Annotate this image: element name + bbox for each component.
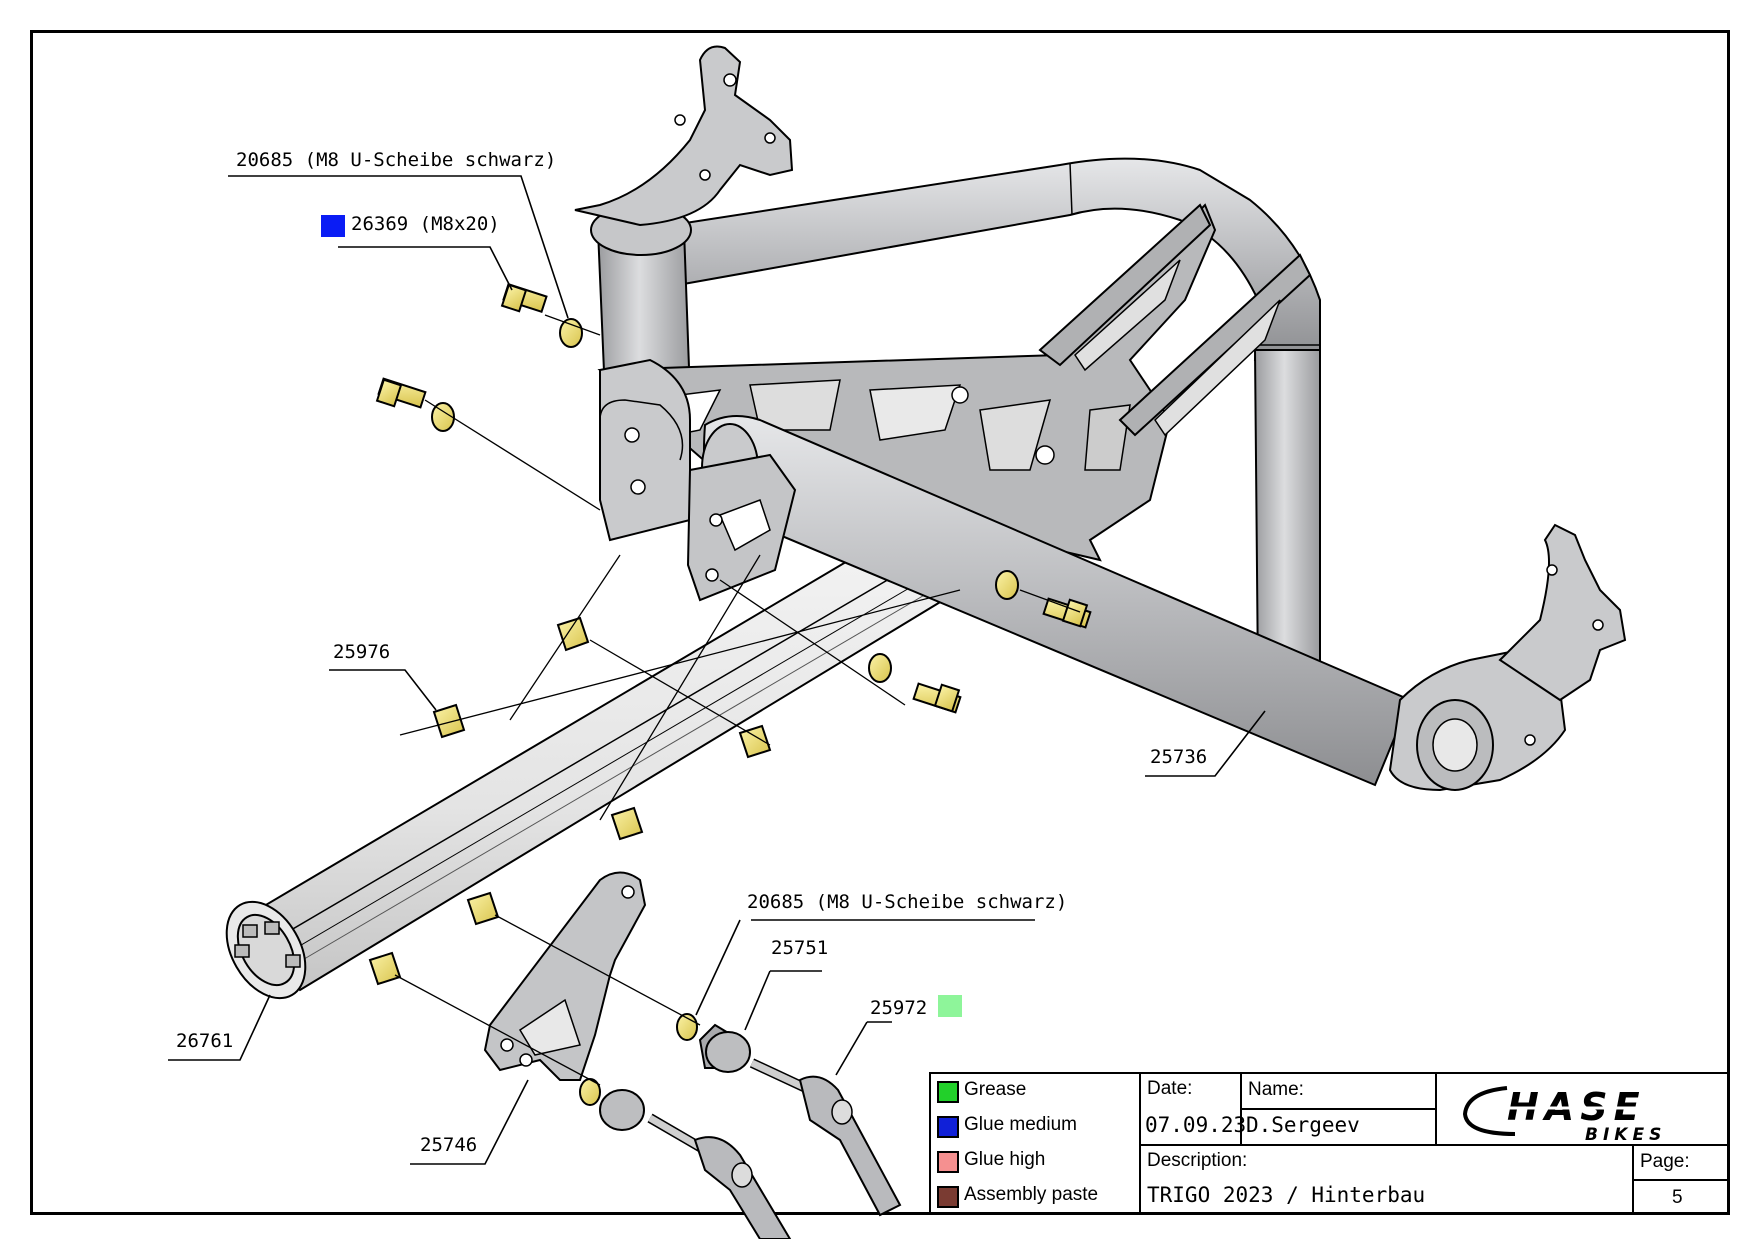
nut-25976 xyxy=(466,891,500,926)
callout-bracket-25746: 25746 xyxy=(420,1134,478,1156)
legend-item-glue-high: Glue high xyxy=(931,1144,1141,1179)
legend-item-glue-medium: Glue medium xyxy=(931,1109,1141,1144)
lever-25972-left xyxy=(647,1113,792,1239)
callout-bolt-26369: 26369 (M8x20) xyxy=(351,213,500,235)
callout-lever-25972: 25972 xyxy=(870,997,928,1019)
callout-nut-25976: 25976 xyxy=(333,641,391,663)
legend: Grease Glue medium Glue high Assembly pa… xyxy=(931,1074,1141,1215)
leader-lines xyxy=(168,175,1266,1165)
description-cell: Description: TRIGO 2023 / Hinterbau xyxy=(1141,1146,1634,1215)
legend-label: Glue medium xyxy=(964,1114,1077,1135)
page-value-cell: 5 xyxy=(1634,1181,1730,1215)
lever-25972-right xyxy=(749,1058,902,1217)
title-block: Grease Glue medium Glue high Assembly pa… xyxy=(929,1072,1730,1215)
legend-swatch xyxy=(937,1151,959,1173)
legend-label: Assembly paste xyxy=(964,1184,1099,1205)
nut-25976 xyxy=(556,616,590,652)
glue-medium-marker xyxy=(321,215,345,237)
hase-bikes-logo: HASE BIKES xyxy=(1462,1085,1677,1145)
spacer-25751-upper xyxy=(698,1023,751,1073)
callout-washer-20685-top: 20685 (M8 U-Scheibe schwarz) xyxy=(236,149,557,171)
legend-swatch xyxy=(937,1081,959,1103)
washer-lower xyxy=(868,653,892,683)
grease-marker xyxy=(938,995,962,1017)
rear-frame-25736 xyxy=(574,45,1627,792)
callout-frame-25736: 25736 xyxy=(1150,746,1208,768)
name-label: Name: xyxy=(1248,1079,1304,1100)
description-label: Description: xyxy=(1147,1150,1248,1171)
logo-sub: BIKES xyxy=(1585,1125,1666,1145)
bolt-26369-top xyxy=(500,282,548,314)
name-label-cell: Name: xyxy=(1242,1074,1437,1110)
legend-swatch xyxy=(937,1186,959,1208)
washer-right xyxy=(995,570,1019,600)
date-cell: Date: 07.09.23 xyxy=(1141,1074,1246,1146)
description-value: TRIGO 2023 / Hinterbau xyxy=(1147,1183,1426,1207)
washer-20685-top xyxy=(559,318,583,348)
callout-tube-26761: 26761 xyxy=(176,1030,234,1052)
page-label: Page: xyxy=(1640,1151,1690,1172)
legend-item-assembly-paste: Assembly paste xyxy=(931,1179,1141,1214)
name-value-cell: D.Sergeev xyxy=(1242,1110,1437,1146)
bolt-left xyxy=(375,377,427,409)
spacer-25751-lower xyxy=(599,1089,645,1131)
assembly-lines xyxy=(394,314,1081,1086)
legend-item-grease: Grease xyxy=(931,1074,1141,1109)
callout-spacer-25751: 25751 xyxy=(771,937,829,959)
nut-25976 xyxy=(610,806,644,841)
name-value: D.Sergeev xyxy=(1246,1113,1360,1137)
fasteners xyxy=(368,282,1092,1106)
logo-cell: HASE BIKES xyxy=(1437,1074,1730,1146)
bolt-right-tube xyxy=(1042,597,1092,629)
washer-left xyxy=(431,402,455,432)
page-value: 5 xyxy=(1672,1187,1683,1208)
bolt-lower xyxy=(912,682,962,714)
callout-washer-20685-bottom: 20685 (M8 U-Scheibe schwarz) xyxy=(747,891,1068,913)
nut-25976 xyxy=(738,724,772,759)
main-tube-26761 xyxy=(225,528,962,1000)
date-label: Date: xyxy=(1147,1078,1193,1099)
bracket-25746 xyxy=(483,871,647,1081)
page-label-cell: Page: xyxy=(1634,1146,1730,1181)
legend-label: Grease xyxy=(964,1079,1027,1100)
legend-swatch xyxy=(937,1116,959,1138)
legend-label: Glue high xyxy=(964,1149,1046,1170)
nut-25976 xyxy=(432,703,466,739)
date-value: 07.09.23 xyxy=(1145,1113,1247,1137)
nut-25976 xyxy=(368,951,402,986)
